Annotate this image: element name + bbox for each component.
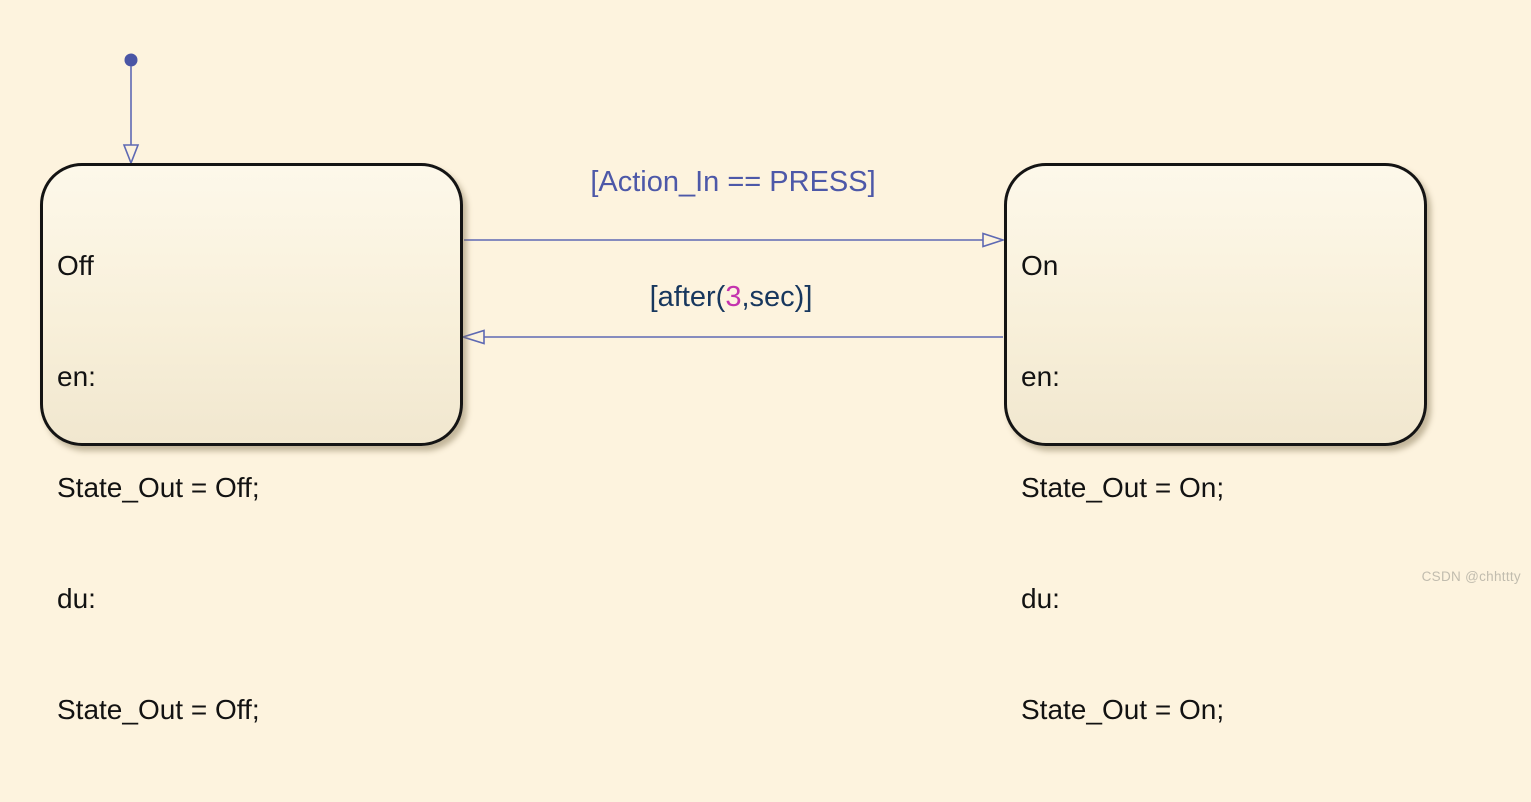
stateflow-canvas: Off en: State_Out = Off; du: State_Out =… <box>40 53 1521 725</box>
watermark: CSDN @chhttty <box>1421 569 1521 584</box>
state-label-line: State_Out = Off; <box>57 694 260 725</box>
state-label-line: State_Out = Off; <box>57 472 260 503</box>
transition-label-off-to-on[interactable]: [Action_In == PRESS] <box>590 166 876 198</box>
transition-off-to-on[interactable] <box>464 232 1006 248</box>
state-on[interactable]: On en: State_Out = On; du: State_Out = O… <box>1004 163 1427 725</box>
state-on-label: On en: State_Out = On; du: State_Out = O… <box>1021 173 1416 802</box>
state-name: On <box>1021 250 1059 281</box>
state-label-line: en: <box>1021 361 1060 392</box>
state-label-line: en: <box>57 361 96 392</box>
state-label-line: du: <box>57 583 96 614</box>
state-label-line: State_Out = On; <box>1021 694 1225 725</box>
state-off[interactable]: Off en: State_Out = Off; du: State_Out =… <box>40 163 463 725</box>
state-label-line: du: <box>1021 583 1060 614</box>
transition-on-to-off-arrowhead-icon[interactable] <box>460 329 485 345</box>
number-literal-text: 3 <box>725 281 742 313</box>
transition-off-to-on-arrowhead-icon[interactable] <box>982 232 1006 248</box>
state-off-label: Off en: State_Out = Off; du: State_Out =… <box>57 173 452 802</box>
transition-layer <box>122 53 1006 345</box>
state-label-line: State_Out = On; <box>1021 472 1225 503</box>
default-transition[interactable] <box>122 53 140 166</box>
default-transition-arrowhead-icon[interactable] <box>122 144 140 166</box>
default-transition-dot-icon[interactable] <box>124 53 138 67</box>
state-name: Off <box>57 250 94 281</box>
after-suffix-text: ,sec)] <box>741 281 813 313</box>
transition-label-on-to-off[interactable]: [after(3,sec)] <box>650 281 813 313</box>
transition-on-to-off[interactable] <box>460 329 1003 345</box>
after-keyword-text: [after( <box>649 281 726 313</box>
